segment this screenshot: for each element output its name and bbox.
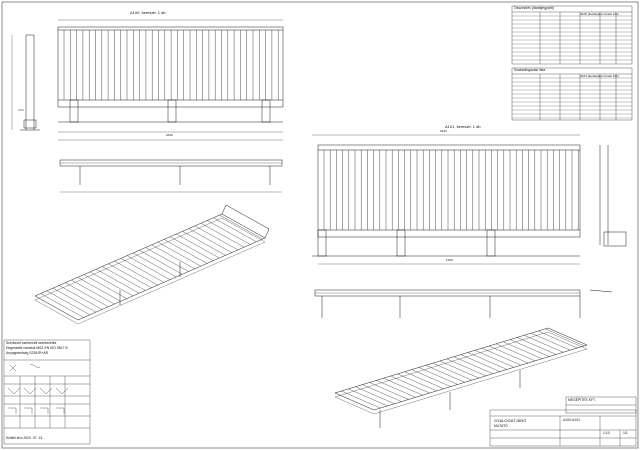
note-3: Anyagminőség S235JR+AR [6, 351, 49, 355]
plan-a100 [59, 159, 283, 193]
elevation-a100 [57, 19, 284, 141]
view-a101-title: A101, keresztr. 1 db [445, 124, 481, 129]
isometric-a101 [334, 327, 588, 428]
notes-block [3, 339, 91, 445]
isometric-a100 [34, 204, 270, 325]
title-company: MEGÉPÍTÉS KFT. [568, 398, 596, 402]
title-scale: 1:10 [603, 431, 610, 435]
title-project: GYALOGÁTJÁRÓ [494, 418, 527, 423]
plan-a101 [314, 289, 613, 318]
title-sheet: 1/1 [623, 431, 628, 435]
parts-table [511, 5, 633, 121]
title-block [489, 396, 637, 447]
title-subject: MUTATÓ [494, 424, 508, 428]
side-view-a100 [11, 34, 40, 131]
parts-table-header-a101: A101 (kerékpáros fenék 1db) [580, 74, 619, 78]
parts-table-title-2: Szabadfogazási lista [514, 68, 546, 72]
revision-note: Kiviteli terv 2020. 07. 13. [6, 436, 44, 440]
title-drawing-no: A100-A101 [563, 418, 580, 422]
view-a100-title: A100, keresztr. 1 db [130, 10, 166, 15]
note-2: Hegesztett varratok MSZ EN ISO 5817 B [6, 346, 68, 350]
dim-mid: 1200 [446, 258, 453, 262]
note-1: Szerkezet szerkezeti szerkezetek [6, 341, 57, 345]
dim-a101-total: 2640 [440, 129, 447, 133]
dim-a100-total: 2640 [166, 133, 173, 137]
elevation-a101 [312, 134, 627, 265]
parts-table-title-1: Összesítés (darabjegyzék) [514, 6, 555, 10]
parts-table-header-a100: A100 (kerékpáros fenék 1db) [580, 12, 619, 16]
